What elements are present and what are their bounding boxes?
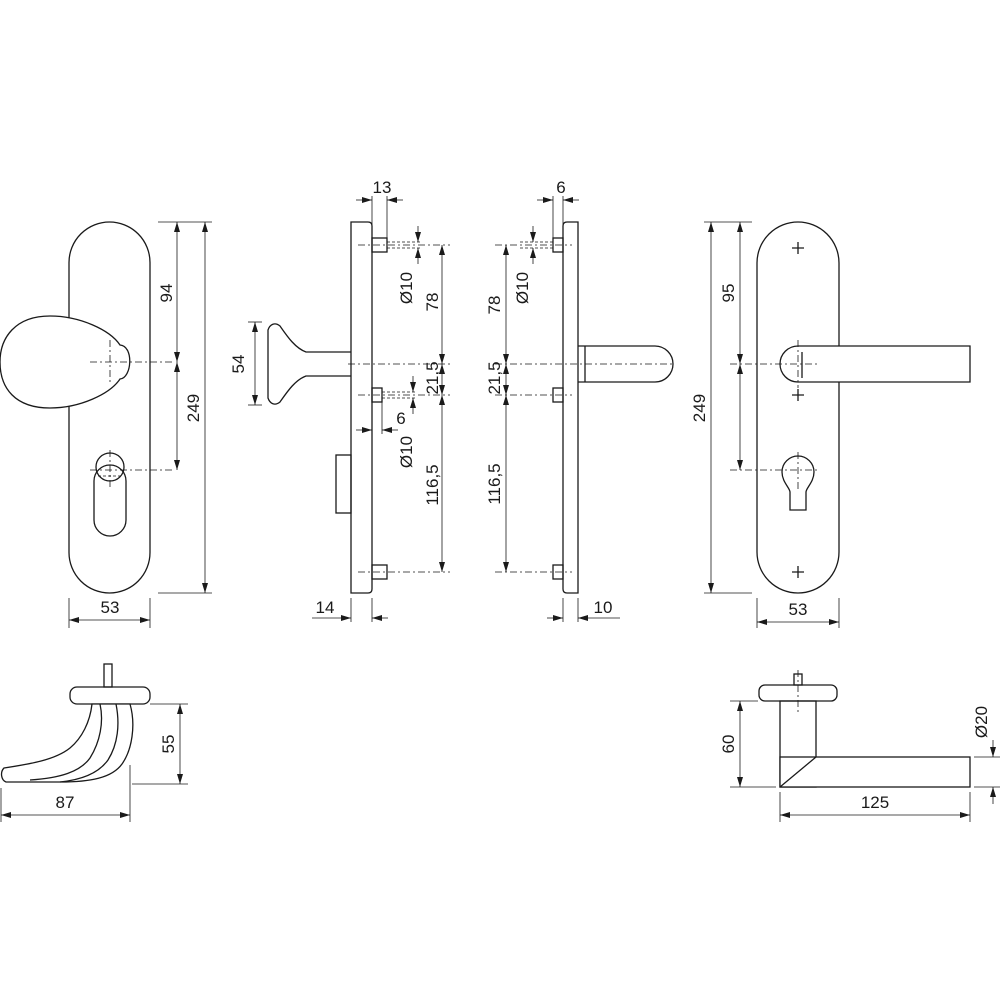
knob-top-rose <box>69 686 151 705</box>
pin-mid-right <box>552 387 564 403</box>
pin-mid <box>371 387 383 403</box>
dim-lever-249: 249 <box>690 394 709 422</box>
dim-lever-top-125: 125 <box>861 793 889 812</box>
side-knob-profile <box>267 323 351 405</box>
pin-top-right <box>552 237 564 253</box>
knob-top-spindle <box>103 663 113 688</box>
dim-lever-top-60: 60 <box>719 735 738 754</box>
dim-knob-top-55: 55 <box>159 735 178 754</box>
lever-escutcheon-plate <box>756 221 840 594</box>
dim-knob-94: 94 <box>157 284 176 303</box>
dim-side-left-54: 54 <box>229 355 248 374</box>
fixed-knob <box>0 315 131 409</box>
dim-side-left-13: 13 <box>373 178 392 197</box>
side-plate-right <box>562 221 579 594</box>
top-view-knob: 55 87 <box>0 663 188 822</box>
knob-escutcheon-plate <box>68 221 151 594</box>
pin-top <box>371 237 388 253</box>
cylinder-cutout <box>93 464 127 537</box>
dim-side-left-21-5: 21,5 <box>423 361 442 394</box>
cylinder-cutout-right <box>781 455 815 511</box>
pin-bottom <box>371 564 388 580</box>
dim-lever-width-53: 53 <box>789 600 808 619</box>
dim-side-right-78: 78 <box>485 296 504 315</box>
pin-bottom-right <box>552 564 564 580</box>
side-view-knob: 13 Ø10 78 21,5 6 Ø10 116,5 54 14 <box>229 178 450 622</box>
dim-knob-249: 249 <box>184 394 203 422</box>
lever-top-bar <box>779 756 971 788</box>
dim-side-right-116-5: 116,5 <box>485 463 504 504</box>
dim-side-right-21-5: 21,5 <box>485 361 504 394</box>
side-lever-profile <box>578 345 674 383</box>
dim-side-left-6: 6 <box>396 409 405 428</box>
dim-side-left-dia10-top: Ø10 <box>397 272 416 304</box>
dim-side-left-78: 78 <box>423 293 442 312</box>
dim-lever-95: 95 <box>719 284 738 303</box>
knob-top-body <box>0 703 134 783</box>
dim-knob-width-53: 53 <box>101 598 120 617</box>
plate-step <box>335 454 352 514</box>
side-plate-left <box>350 221 373 594</box>
front-view-lever-plate: 95 249 53 <box>690 221 971 628</box>
dim-knob-top-87: 87 <box>56 793 75 812</box>
dim-side-left-dia10-bottom: Ø10 <box>397 436 416 468</box>
dim-side-right-10: 10 <box>594 598 613 617</box>
dim-lever-top-dia20: Ø20 <box>972 706 991 738</box>
dim-side-right-6: 6 <box>556 178 565 197</box>
dim-side-left-116-5: 116,5 <box>423 464 442 505</box>
front-view-knob-plate: 94 249 53 <box>0 221 212 628</box>
dim-side-right-dia10: Ø10 <box>513 272 532 304</box>
side-view-lever: 6 Ø10 78 21,5 116,5 10 <box>485 178 675 622</box>
top-view-lever: 60 Ø20 125 <box>719 670 1000 822</box>
dim-side-left-14: 14 <box>316 598 335 617</box>
